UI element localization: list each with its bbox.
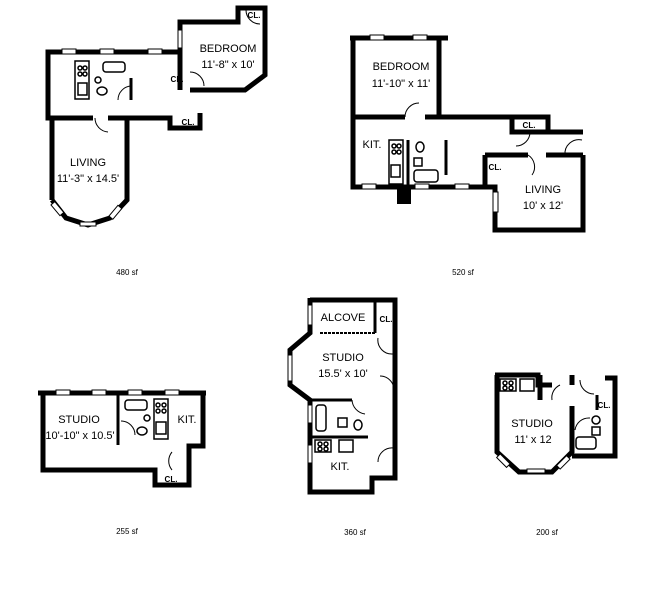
area-label: 360 sf (344, 528, 367, 537)
room-size-studio: 10'-10" x 10.5' (45, 430, 114, 442)
room-name-studio: STUDIO (322, 352, 364, 364)
room-name-kitchen: KIT. (363, 139, 382, 151)
room-name-studio: STUDIO (511, 418, 553, 430)
room-name-alcove: ALCOVE (321, 312, 366, 324)
closet-label: CL. (248, 11, 261, 20)
room-size-studio: 11' x 12 (514, 434, 551, 446)
room-name-living: LIVING (525, 184, 561, 196)
floor-plan-480: CL. CL. CL. BEDROOM 11'-8" x 10' LIVING … (45, 5, 268, 277)
area-label: 200 sf (536, 528, 559, 537)
area-label: 480 sf (116, 268, 139, 277)
closet-label: CL. (182, 118, 195, 127)
floor-plan-520: CL. CL. BEDROOM 11'-10" x 11' LIVING 10'… (350, 34, 586, 277)
closet-label: CL. (489, 163, 502, 172)
room-size-bedroom: 11'-10" x 11' (372, 78, 430, 90)
closet-label: CL. (380, 315, 393, 324)
closet-label: CL. (165, 475, 178, 484)
room-size-living: 10' x 12' (523, 200, 563, 212)
closet-label: CL. (598, 401, 611, 410)
room-name-kitchen: KIT. (178, 414, 197, 426)
closet-label: CL. (171, 75, 184, 84)
room-size-bedroom: 11'-8" x 10' (201, 59, 254, 71)
room-name-bedroom: BEDROOM (373, 61, 430, 73)
floor-plan-255: CL. STUDIO 10'-10" x 10.5' KIT. 255 sf (38, 389, 206, 536)
room-size-studio: 15.5' x 10' (318, 368, 367, 380)
room-name-kitchen: KIT. (331, 461, 350, 473)
floor-plan-360: CL. ALCOVE STUDIO 15.5' x 10' KIT. 360 s… (287, 297, 398, 537)
room-name-studio: STUDIO (58, 414, 100, 426)
area-label: 520 sf (452, 268, 475, 277)
area-label: 255 sf (116, 527, 139, 536)
room-size-living: 11'-3" x 14.5' (57, 173, 119, 185)
floor-plan-200: CL. STUDIO 11' x 12 200 sf (494, 372, 618, 537)
room-name-bedroom: BEDROOM (200, 43, 257, 55)
room-name-living: LIVING (70, 157, 106, 169)
closet-label: CL. (523, 121, 536, 130)
